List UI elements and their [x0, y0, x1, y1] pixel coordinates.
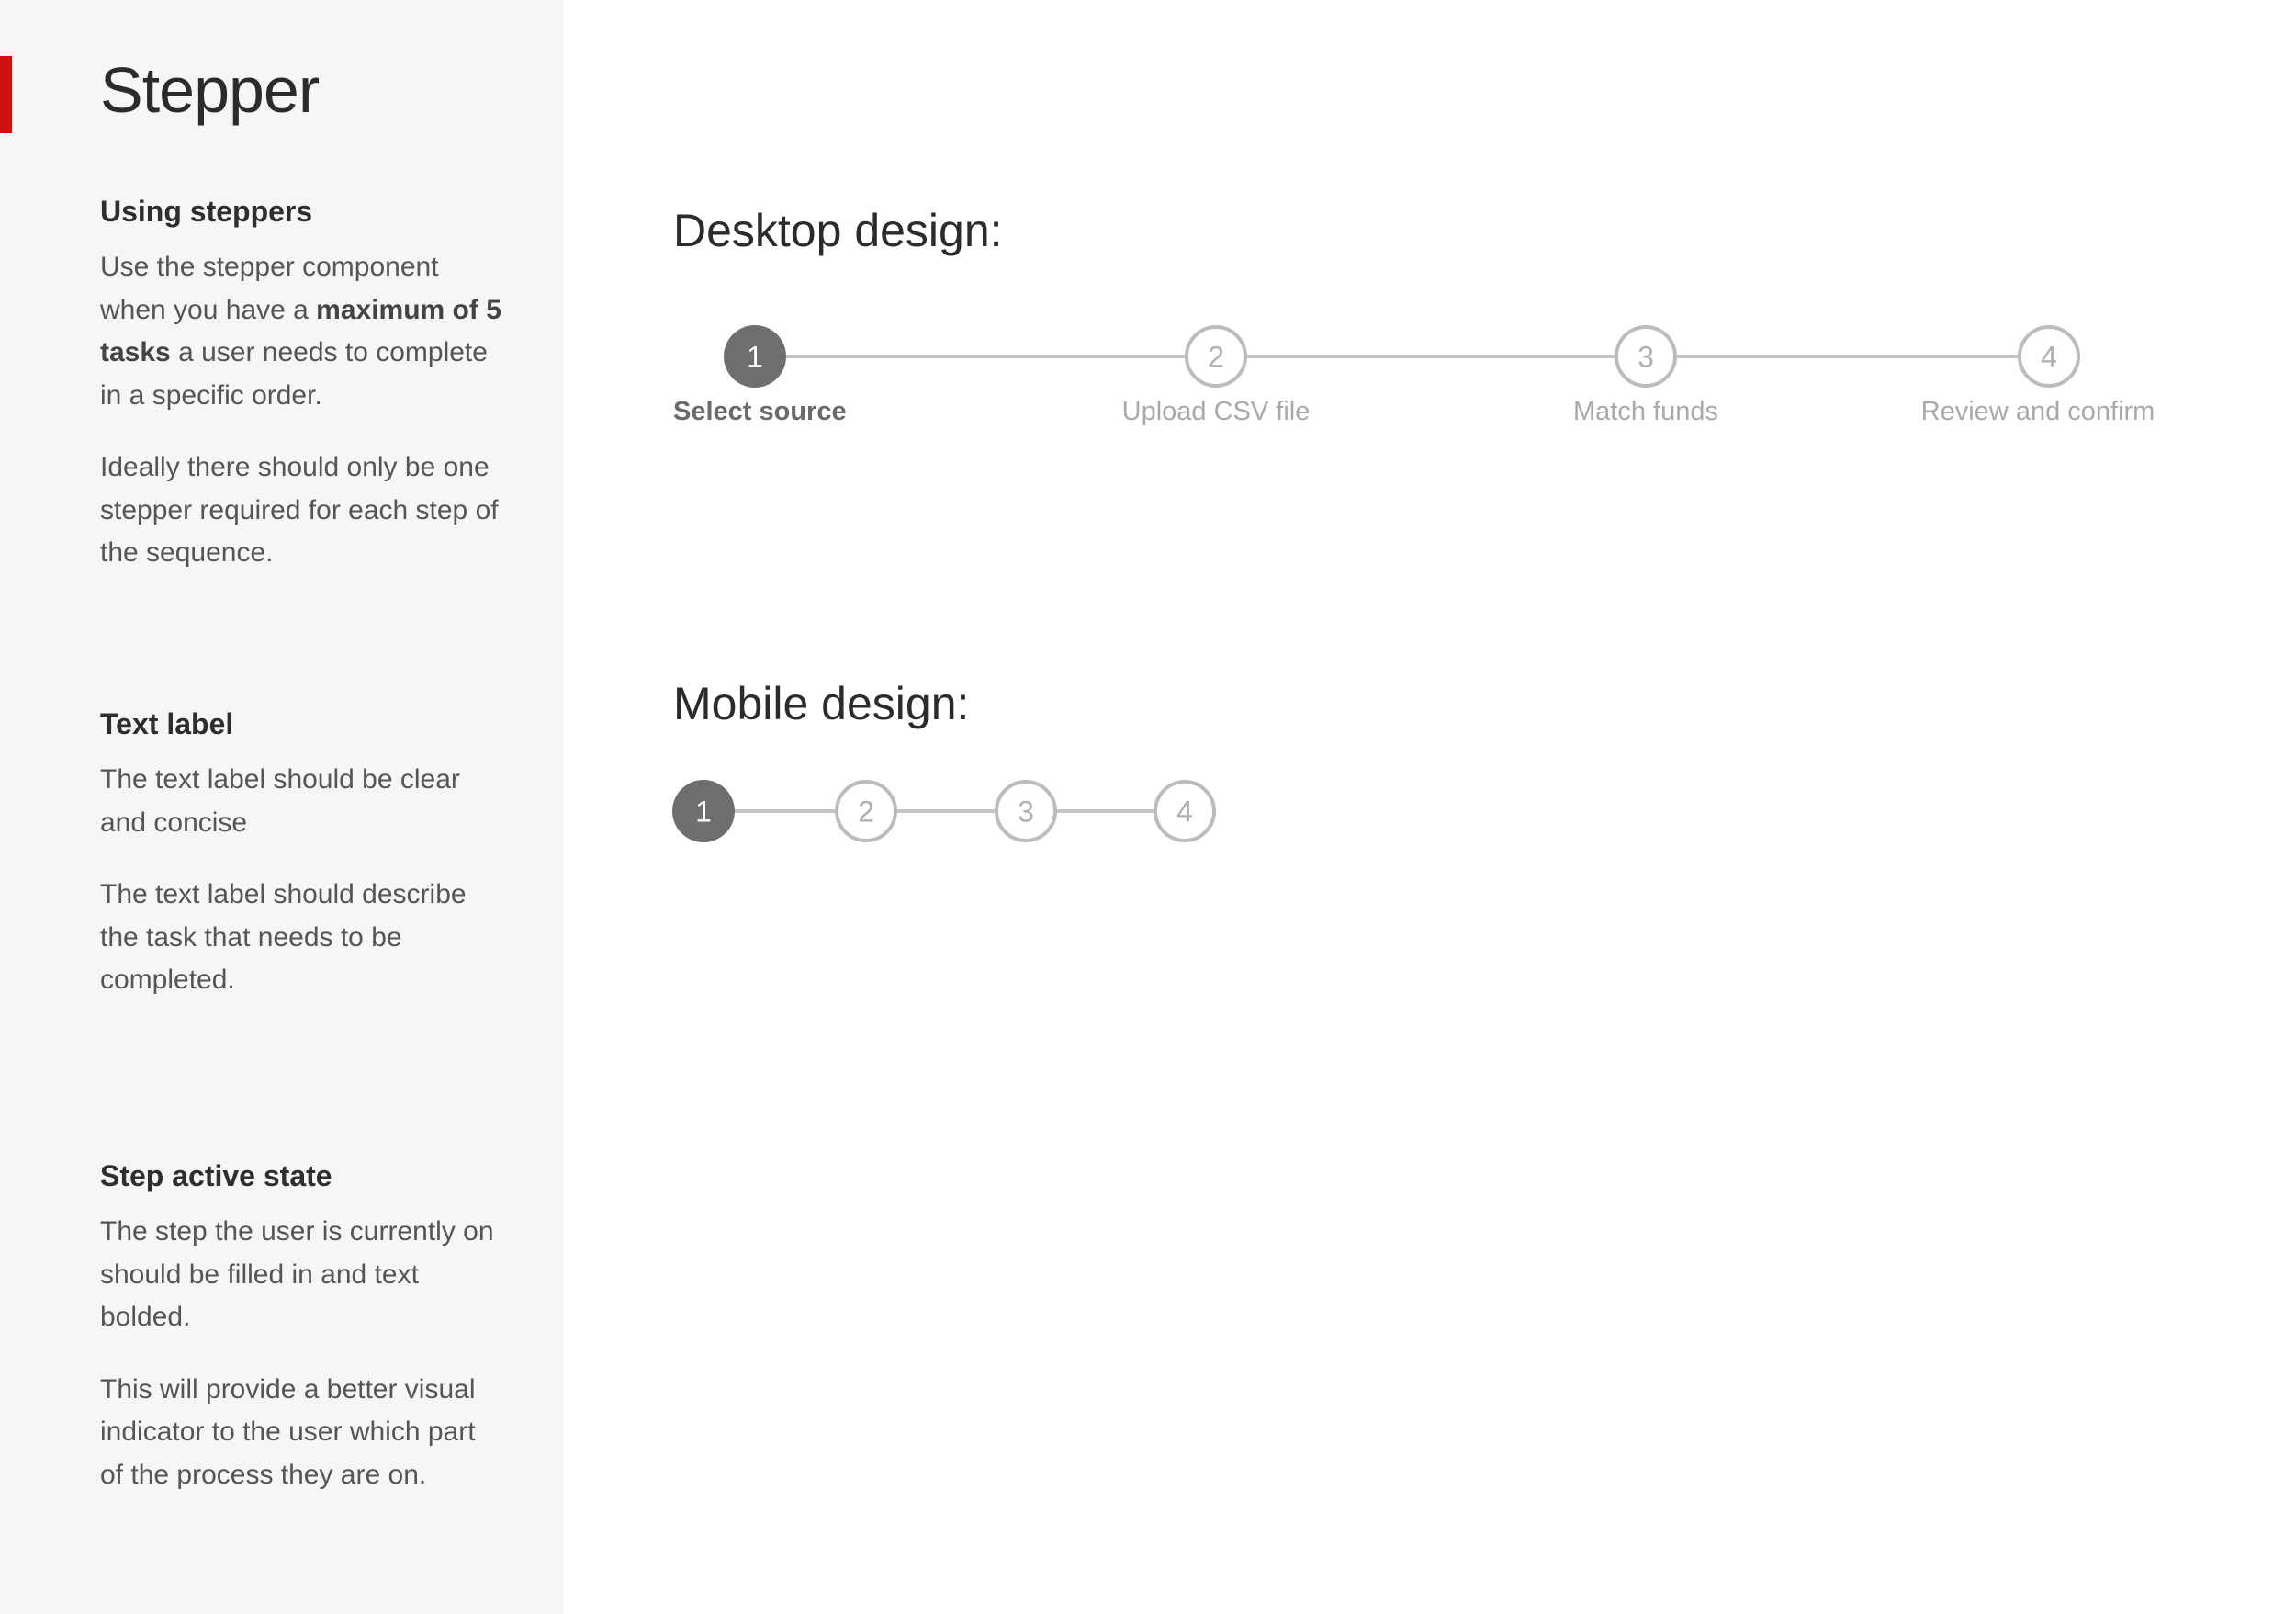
desktop-step-3-circle[interactable] — [1615, 325, 1677, 388]
section-heading: Using steppers — [100, 195, 313, 228]
section-paragraph: Ideally there should only be one stepper… — [100, 452, 499, 568]
text: Use the stepper component when you have … — [100, 252, 439, 325]
mobile-step-3-circle[interactable] — [995, 780, 1057, 842]
mobile-step-number: 4 — [1176, 796, 1193, 829]
mobile-step-number: 2 — [858, 796, 874, 829]
mobile-step-1-circle[interactable] — [672, 780, 735, 842]
section-text-label: Text label The text label should be clea… — [100, 704, 504, 1032]
section-using-steppers: Using steppers Use the stepper component… — [100, 191, 504, 604]
section-paragraph: The text label should be clear and conci… — [100, 764, 460, 838]
desktop-step-4-circle[interactable] — [2018, 325, 2080, 388]
desktop-step-1-circle[interactable] — [724, 325, 786, 388]
desktop-heading: Desktop design: — [673, 205, 1003, 256]
text: a user needs to complete in a specific o… — [100, 337, 488, 411]
section-paragraph: This will provide a better visual indica… — [100, 1373, 476, 1490]
section-heading: Text label — [100, 707, 234, 740]
desktop-step-number: 1 — [747, 341, 763, 374]
section-paragraph: The step the user is currently on should… — [100, 1216, 494, 1332]
page-title: Stepper — [100, 54, 320, 126]
desktop-step-label[interactable]: Match funds — [1573, 397, 1718, 426]
desktop-step-number: 4 — [2041, 341, 2057, 374]
mobile-step-2-circle[interactable] — [835, 780, 897, 842]
sidebar: Stepper Using steppers Use the stepper c… — [0, 0, 564, 1614]
section-heading: Step active state — [100, 1159, 332, 1192]
desktop-step-label[interactable]: Select source — [673, 397, 847, 426]
section-paragraph: The text label should describe the task … — [100, 879, 467, 995]
desktop-step-number: 2 — [1208, 341, 1224, 374]
desktop-step-label[interactable]: Review and confirm — [1920, 397, 2155, 426]
desktop-step-number: 3 — [1638, 341, 1654, 374]
desktop-step-label[interactable]: Upload CSV file — [1121, 397, 1311, 426]
mobile-step-4-circle[interactable] — [1154, 780, 1216, 842]
bold-text: maximum of 5 tasks — [100, 294, 501, 368]
desktop-step-2-circle[interactable] — [1185, 325, 1247, 388]
mobile-step-number: 3 — [1018, 796, 1034, 829]
accent-bar — [0, 56, 12, 133]
mobile-heading: Mobile design: — [673, 678, 970, 729]
section-step-active-state: Step active state The step the user is c… — [100, 1156, 504, 1526]
mobile-step-number: 1 — [695, 796, 712, 829]
section-paragraph: Use the stepper component when you have … — [100, 246, 504, 417]
